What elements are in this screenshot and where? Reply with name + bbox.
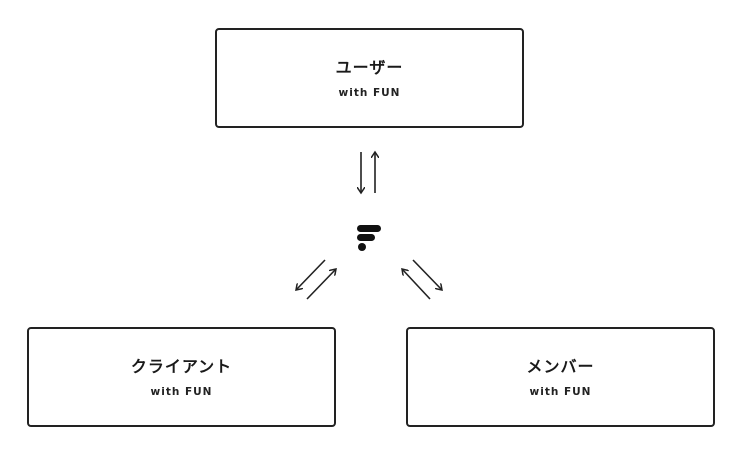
arrow-up-right-icon [306,269,336,300]
node-subtitle: with FUN [529,385,592,398]
node-title: メンバー [526,356,595,376]
node-subtitle: with FUN [338,86,401,99]
arrow-up-left-icon [402,269,431,300]
arrow-pair-user [361,152,375,193]
arrow-down-left-icon [296,259,326,290]
arrow-pair-member [402,259,442,300]
arrow-down-right-icon [412,259,442,290]
fun-logo-icon [357,225,381,251]
node-user: ユーザー with FUN [215,28,524,128]
node-member: メンバー with FUN [406,327,715,427]
node-client: クライアント with FUN [27,327,336,427]
node-title: クライアント [130,356,233,376]
node-title: ユーザー [335,57,404,77]
node-subtitle: with FUN [150,385,213,398]
arrow-pair-client [296,259,336,300]
